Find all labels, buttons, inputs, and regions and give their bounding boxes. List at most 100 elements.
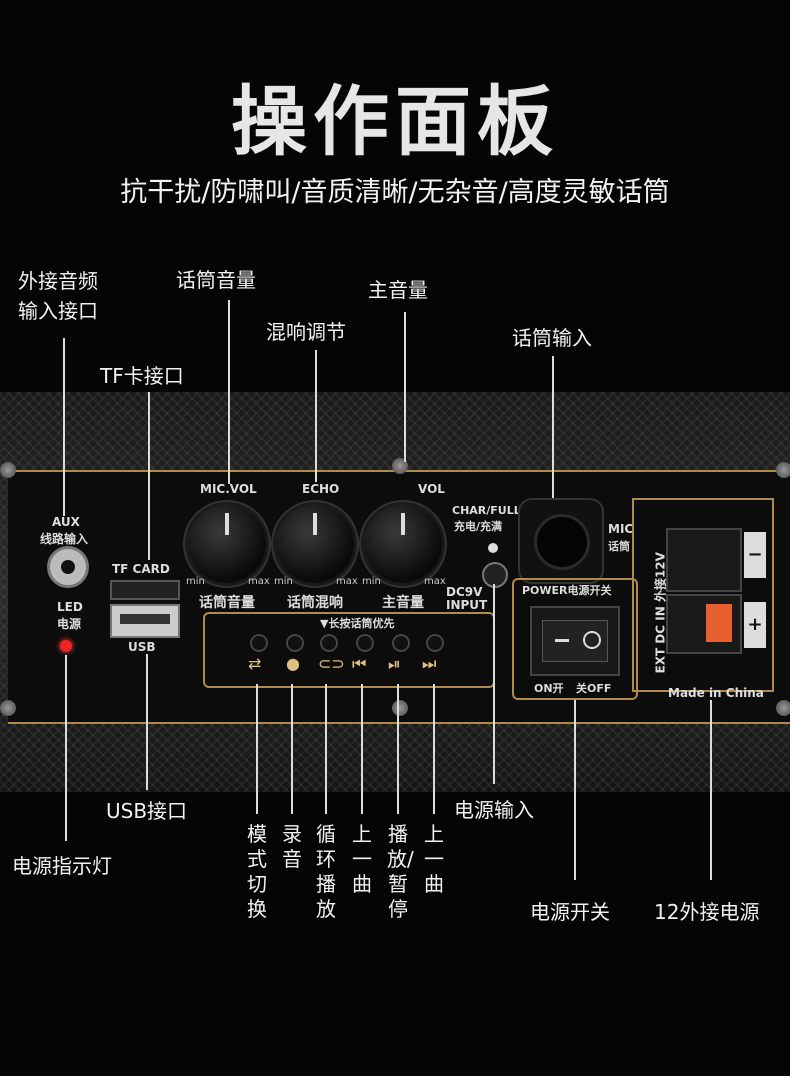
max-label: max <box>424 576 446 587</box>
max-label: max <box>248 576 270 587</box>
mic-vol-callout-line <box>228 300 230 484</box>
usb-callout: USB接口 <box>106 799 188 823</box>
screw-icon <box>392 700 408 716</box>
power-callout-line <box>574 700 576 880</box>
echo-label: ECHO <box>302 482 340 496</box>
screw-icon <box>0 462 16 478</box>
led-cn-label: 电源 <box>57 617 82 631</box>
ext-minus-terminal[interactable] <box>666 528 742 592</box>
play-pause-callout: 播放/暂停 <box>387 822 414 921</box>
ext-callout-line <box>710 700 712 880</box>
vol-callout-line <box>404 312 406 462</box>
made-in-label: Made in China <box>668 686 764 700</box>
mic-vol-cn-label: 话筒音量 <box>199 595 255 611</box>
screw-icon <box>0 700 16 716</box>
power-led <box>60 640 72 652</box>
dc-input-jack[interactable] <box>482 562 508 588</box>
play-pause-button[interactable] <box>392 634 410 652</box>
aux-cn-label: 线路输入 <box>40 532 89 546</box>
min-label: min <box>186 576 205 587</box>
usb-callout-line <box>146 654 148 790</box>
on-label: ON开 <box>534 682 564 695</box>
next-callout: 上一曲 <box>424 822 444 896</box>
mode-button[interactable] <box>250 634 268 652</box>
record-button[interactable] <box>286 634 304 652</box>
mic-label: MIC <box>608 522 634 536</box>
power-switch-callout: 电源开关 <box>530 900 610 924</box>
vol-cn-label: 主音量 <box>382 595 424 611</box>
usb-port[interactable] <box>110 604 180 638</box>
char-full-label: CHAR/FULL <box>452 504 521 517</box>
tf-card-slot[interactable] <box>110 580 180 600</box>
page-subtitle: 抗干扰/防啸叫/音质清晰/无杂音/高度灵敏话筒 <box>120 177 670 208</box>
master-vol-callout: 主音量 <box>368 278 428 302</box>
power-label: POWER电源开关 <box>522 584 612 597</box>
loop-button[interactable] <box>320 634 338 652</box>
power-indicator-callout: 电源指示灯 <box>12 854 112 878</box>
mic-input-callout: 话筒输入 <box>512 326 592 350</box>
prev-callout: 上一曲 <box>352 822 372 896</box>
next-callout-line <box>433 684 435 814</box>
led-callout-line <box>65 655 67 841</box>
screw-icon <box>776 700 790 716</box>
aux-callout: 外接音频 输入接口 <box>18 269 98 323</box>
tf-card-label: TF CARD <box>112 562 170 576</box>
minus-sign: − <box>744 532 766 578</box>
echo-callout: 混响调节 <box>266 320 346 344</box>
mic-cn-label: 话筒 <box>608 540 630 553</box>
charge-led <box>488 543 498 553</box>
loop-icon: ⊂⊃ <box>318 654 345 673</box>
mic-input-callout-line <box>552 356 554 498</box>
ext-power-callout: 12外接电源 <box>654 900 760 924</box>
power-switch-frame <box>512 578 638 700</box>
power-input-callout: 电源输入 <box>454 798 534 822</box>
ext-plus-terminal[interactable] <box>666 594 742 654</box>
prev-button[interactable] <box>356 634 374 652</box>
long-press-label: ▼长按话筒优先 <box>320 617 395 630</box>
tf-callout: TF卡接口 <box>100 364 184 388</box>
ext-dc-frame <box>632 498 774 692</box>
dc-input-label: INPUT <box>446 598 488 612</box>
tf-callout-line <box>148 392 150 560</box>
prev-icon: ⏮ <box>352 654 367 673</box>
dc-label: DC9V <box>446 585 483 599</box>
echo-cn-label: 话筒混响 <box>287 595 343 611</box>
page-title: 操作面板 <box>231 77 559 166</box>
echo-knob[interactable] <box>276 505 354 583</box>
dc-callout-line <box>493 584 495 784</box>
mic-volume-knob[interactable] <box>188 505 266 583</box>
mic-vol-label: MIC.VOL <box>200 482 257 496</box>
next-icon: ⏭ <box>422 654 437 673</box>
prev-callout-line <box>361 684 363 814</box>
mic-input-jack[interactable] <box>518 498 604 584</box>
screw-icon <box>776 462 790 478</box>
power-switch[interactable] <box>530 606 620 676</box>
max-label: max <box>336 576 358 587</box>
usb-label: USB <box>128 640 156 654</box>
led-label: LED <box>57 600 83 614</box>
aux-callout-line <box>63 338 65 516</box>
off-label: 关OFF <box>576 682 612 695</box>
char-full-cn-label: 充电/充满 <box>454 520 503 533</box>
min-label: min <box>274 576 293 587</box>
echo-callout-line <box>315 350 317 482</box>
aux-label: AUX <box>52 515 80 529</box>
record-callout: 录音 <box>282 822 302 871</box>
loop-callout-line <box>325 684 327 814</box>
screw-icon <box>392 458 408 474</box>
record-icon: ● <box>286 654 300 673</box>
mode-callout: 模式切换 <box>247 822 267 921</box>
next-button[interactable] <box>426 634 444 652</box>
play-pause-icon: ⏯ <box>388 654 401 673</box>
min-label: min <box>362 576 381 587</box>
master-volume-knob[interactable] <box>364 505 442 583</box>
vol-label: VOL <box>418 482 445 496</box>
mode-icon: ⇄ <box>248 654 262 673</box>
aux-jack[interactable] <box>47 546 89 588</box>
loop-callout: 循环播放 <box>316 822 336 921</box>
mode-callout-line <box>256 684 258 814</box>
play-callout-line <box>397 684 399 814</box>
record-callout-line <box>291 684 293 814</box>
plus-sign: + <box>744 602 766 648</box>
mic-vol-callout: 话筒音量 <box>176 268 256 292</box>
